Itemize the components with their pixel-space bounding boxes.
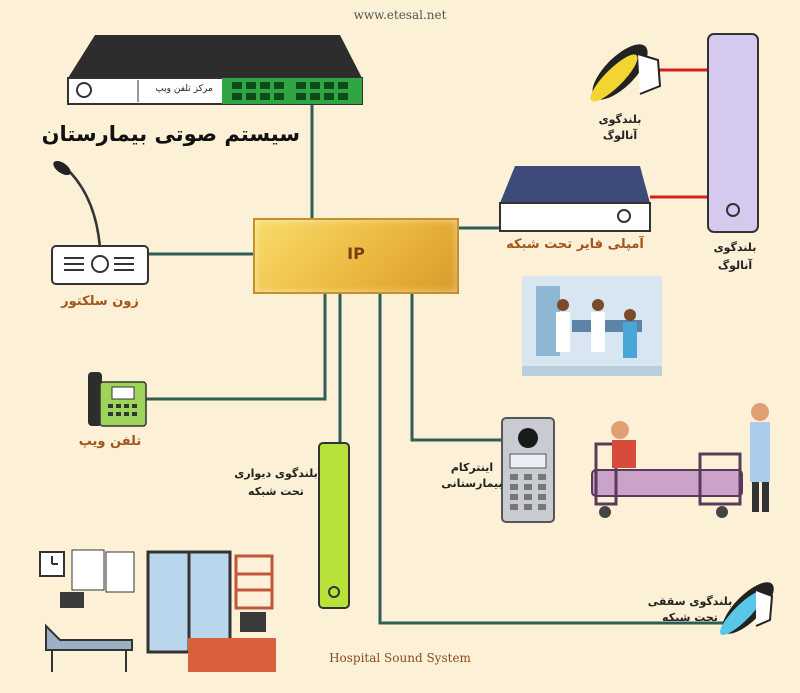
wire-ip-ceiling-speaker xyxy=(378,288,735,625)
analog-speaker-column-label-1: بلندگوی xyxy=(713,241,757,254)
wall-column-speaker xyxy=(318,442,350,609)
intercom-label-2: بیمارستانی xyxy=(441,477,503,490)
network-amplifier-device xyxy=(499,166,651,232)
amplifier-label: آمپلی فایر تحت شبکه xyxy=(506,237,644,252)
wire-ip-phone xyxy=(146,288,327,401)
wall-speaker-label-1: بلندگوی دیواری xyxy=(234,467,318,480)
hospital-room-illustration xyxy=(39,549,276,672)
network-switch xyxy=(67,35,363,105)
operating-room-illustration xyxy=(522,276,662,376)
zone-selector-label: زون سلکتور xyxy=(61,294,139,309)
analog-speaker-top-label-2: آنالوگ xyxy=(602,129,638,142)
switch-label: مرکز تلفن ویپ xyxy=(155,84,213,94)
voip-phone-device xyxy=(88,372,147,427)
voip-phone-label: تلفن ویپ xyxy=(78,434,142,449)
ceiling-speaker-label-1: بلندگوی سقفی xyxy=(647,595,733,608)
footer-caption: Hospital Sound System xyxy=(329,651,471,665)
diagram-title: سیستم صوتی بیمارستان xyxy=(41,122,300,146)
patient-bed-illustration xyxy=(591,403,770,518)
website-url: www.etesal.net xyxy=(353,8,447,22)
wall-speaker-label-2: تحت شبکه xyxy=(248,485,304,498)
analog-speaker-top-label-1: بلندگوی xyxy=(598,113,642,126)
analog-column-speaker xyxy=(707,33,759,233)
wire-ip-intercom xyxy=(410,288,502,442)
network-ceiling-speaker xyxy=(720,582,774,635)
ip-network-hub: IP xyxy=(253,218,459,294)
hub-label: IP xyxy=(347,244,365,263)
zone-selector-device xyxy=(51,160,149,285)
ceiling-speaker-label-2: تحت شبکه xyxy=(662,611,718,624)
hospital-intercom-device xyxy=(501,417,555,523)
intercom-label-1: اینترکام xyxy=(450,461,494,474)
analog-ceiling-speaker xyxy=(590,44,662,102)
analog-speaker-column-label-2: آنالوگ xyxy=(717,259,753,272)
